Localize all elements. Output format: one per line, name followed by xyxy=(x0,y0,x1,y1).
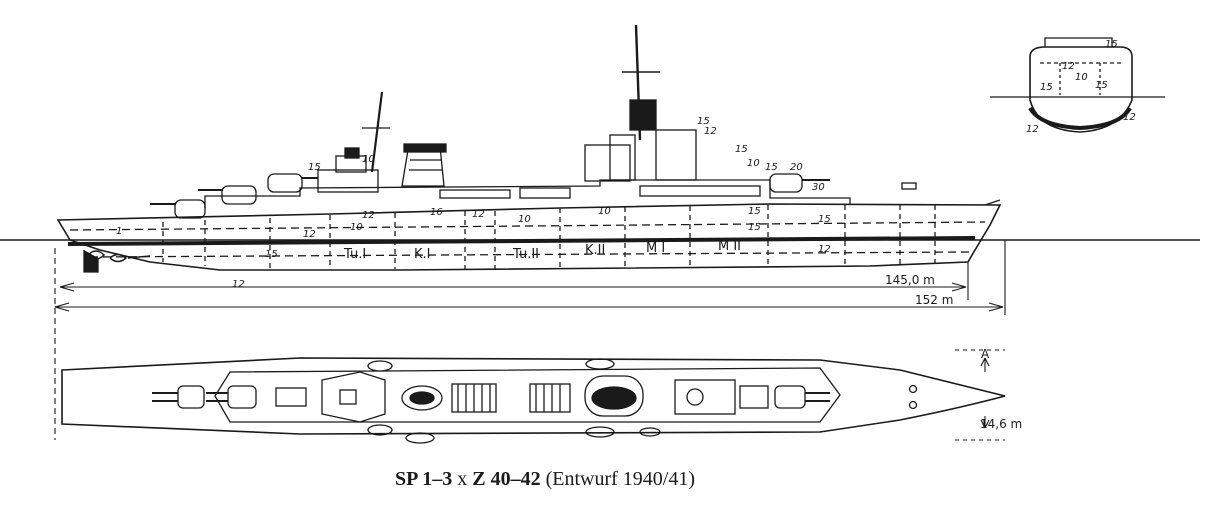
armor-labels: 1 15 12 10 12 16 12 10 10 15 15 15 12 15… xyxy=(116,116,831,290)
section-labels: 15 12 10 15 15 12 12 xyxy=(1026,39,1136,135)
section-label: 15 xyxy=(1105,39,1118,50)
section-mark: A xyxy=(981,347,990,361)
hull-plan xyxy=(61,357,1006,435)
section-label: 15 xyxy=(1095,80,1108,91)
armor-label: 15 xyxy=(818,214,831,225)
armor-label: 12 xyxy=(232,279,245,290)
armor-label: 10 xyxy=(350,222,363,233)
rudder xyxy=(83,250,99,273)
turret-b xyxy=(198,185,257,205)
armor-label: 15 xyxy=(265,249,278,260)
plan-turret-b xyxy=(206,385,257,409)
compartment-k2: K.II xyxy=(585,243,605,258)
dimension-lines xyxy=(54,240,1006,441)
compartment-k1: K.I xyxy=(414,247,431,262)
superstructure xyxy=(204,179,851,208)
armor-belt xyxy=(67,236,976,246)
compartment-m1: M I xyxy=(646,241,665,256)
compartment-labels: Tu.I K.I Tu.II K.II M I M II xyxy=(343,239,741,262)
armor-label: 10 xyxy=(518,214,531,225)
caption-prefix: SP 1–3 xyxy=(394,468,453,490)
plan-view xyxy=(61,357,1006,444)
compartment-m2: M II xyxy=(718,239,741,254)
armor-label: 15 xyxy=(735,144,748,155)
midship-section xyxy=(990,37,1165,133)
turret-x xyxy=(769,173,830,193)
side-elevation xyxy=(0,24,1200,273)
armor-label: 12 xyxy=(472,209,485,220)
armor-label: 30 xyxy=(812,182,825,193)
compartment-tu2: Tu.II xyxy=(512,247,539,262)
figure-caption: SP 1–3 x Z 40–42 (Entwurf 1940/41) xyxy=(0,468,1090,491)
section-label: 12 xyxy=(1123,112,1136,123)
overall-length-label: 152 m xyxy=(915,293,953,307)
plan-funnel-fore xyxy=(401,385,443,411)
section-label: 12 xyxy=(1026,124,1039,135)
armor-label: 10 xyxy=(747,158,760,169)
dimension-labels: 145,0 m 152 m 14,6 m A xyxy=(885,273,1022,431)
armor-label: 1 xyxy=(116,226,122,237)
armor-label: 20 xyxy=(790,162,803,173)
caption-note: (Entwurf 1940/41) xyxy=(545,468,695,490)
compartment-tu1: Tu.I xyxy=(343,247,366,262)
turret-a xyxy=(150,199,206,219)
beam-label: 14,6 m xyxy=(980,417,1022,431)
armor-label: 15 xyxy=(748,222,761,233)
waterline-length-label: 145,0 m xyxy=(885,273,935,287)
turret-c xyxy=(267,173,318,193)
funnel-fore xyxy=(401,143,447,187)
armor-label: 15 xyxy=(765,162,778,173)
plan-funnel-aft xyxy=(584,375,644,417)
armor-label: 15 xyxy=(697,116,710,127)
armor-label: 15 xyxy=(748,206,761,217)
bridge xyxy=(317,91,390,193)
plan-turret-a xyxy=(152,385,205,409)
main-mast xyxy=(584,24,697,182)
armor-label: 10 xyxy=(598,206,611,217)
section-label: 12 xyxy=(1062,61,1075,72)
section-label: 15 xyxy=(1040,82,1053,93)
armor-label: 10 xyxy=(362,154,375,165)
caption-ships: Z 40–42 xyxy=(472,468,541,490)
armor-label: 12 xyxy=(704,126,717,137)
armor-label: 15 xyxy=(308,162,321,173)
plan-turret-x xyxy=(774,385,830,409)
armor-label: 12 xyxy=(818,244,831,255)
armor-label: 12 xyxy=(303,229,316,240)
section-label: 10 xyxy=(1075,72,1088,83)
armor-label: 12 xyxy=(362,210,375,221)
armor-label: 16 xyxy=(430,207,443,218)
caption-joiner: x xyxy=(457,468,468,490)
